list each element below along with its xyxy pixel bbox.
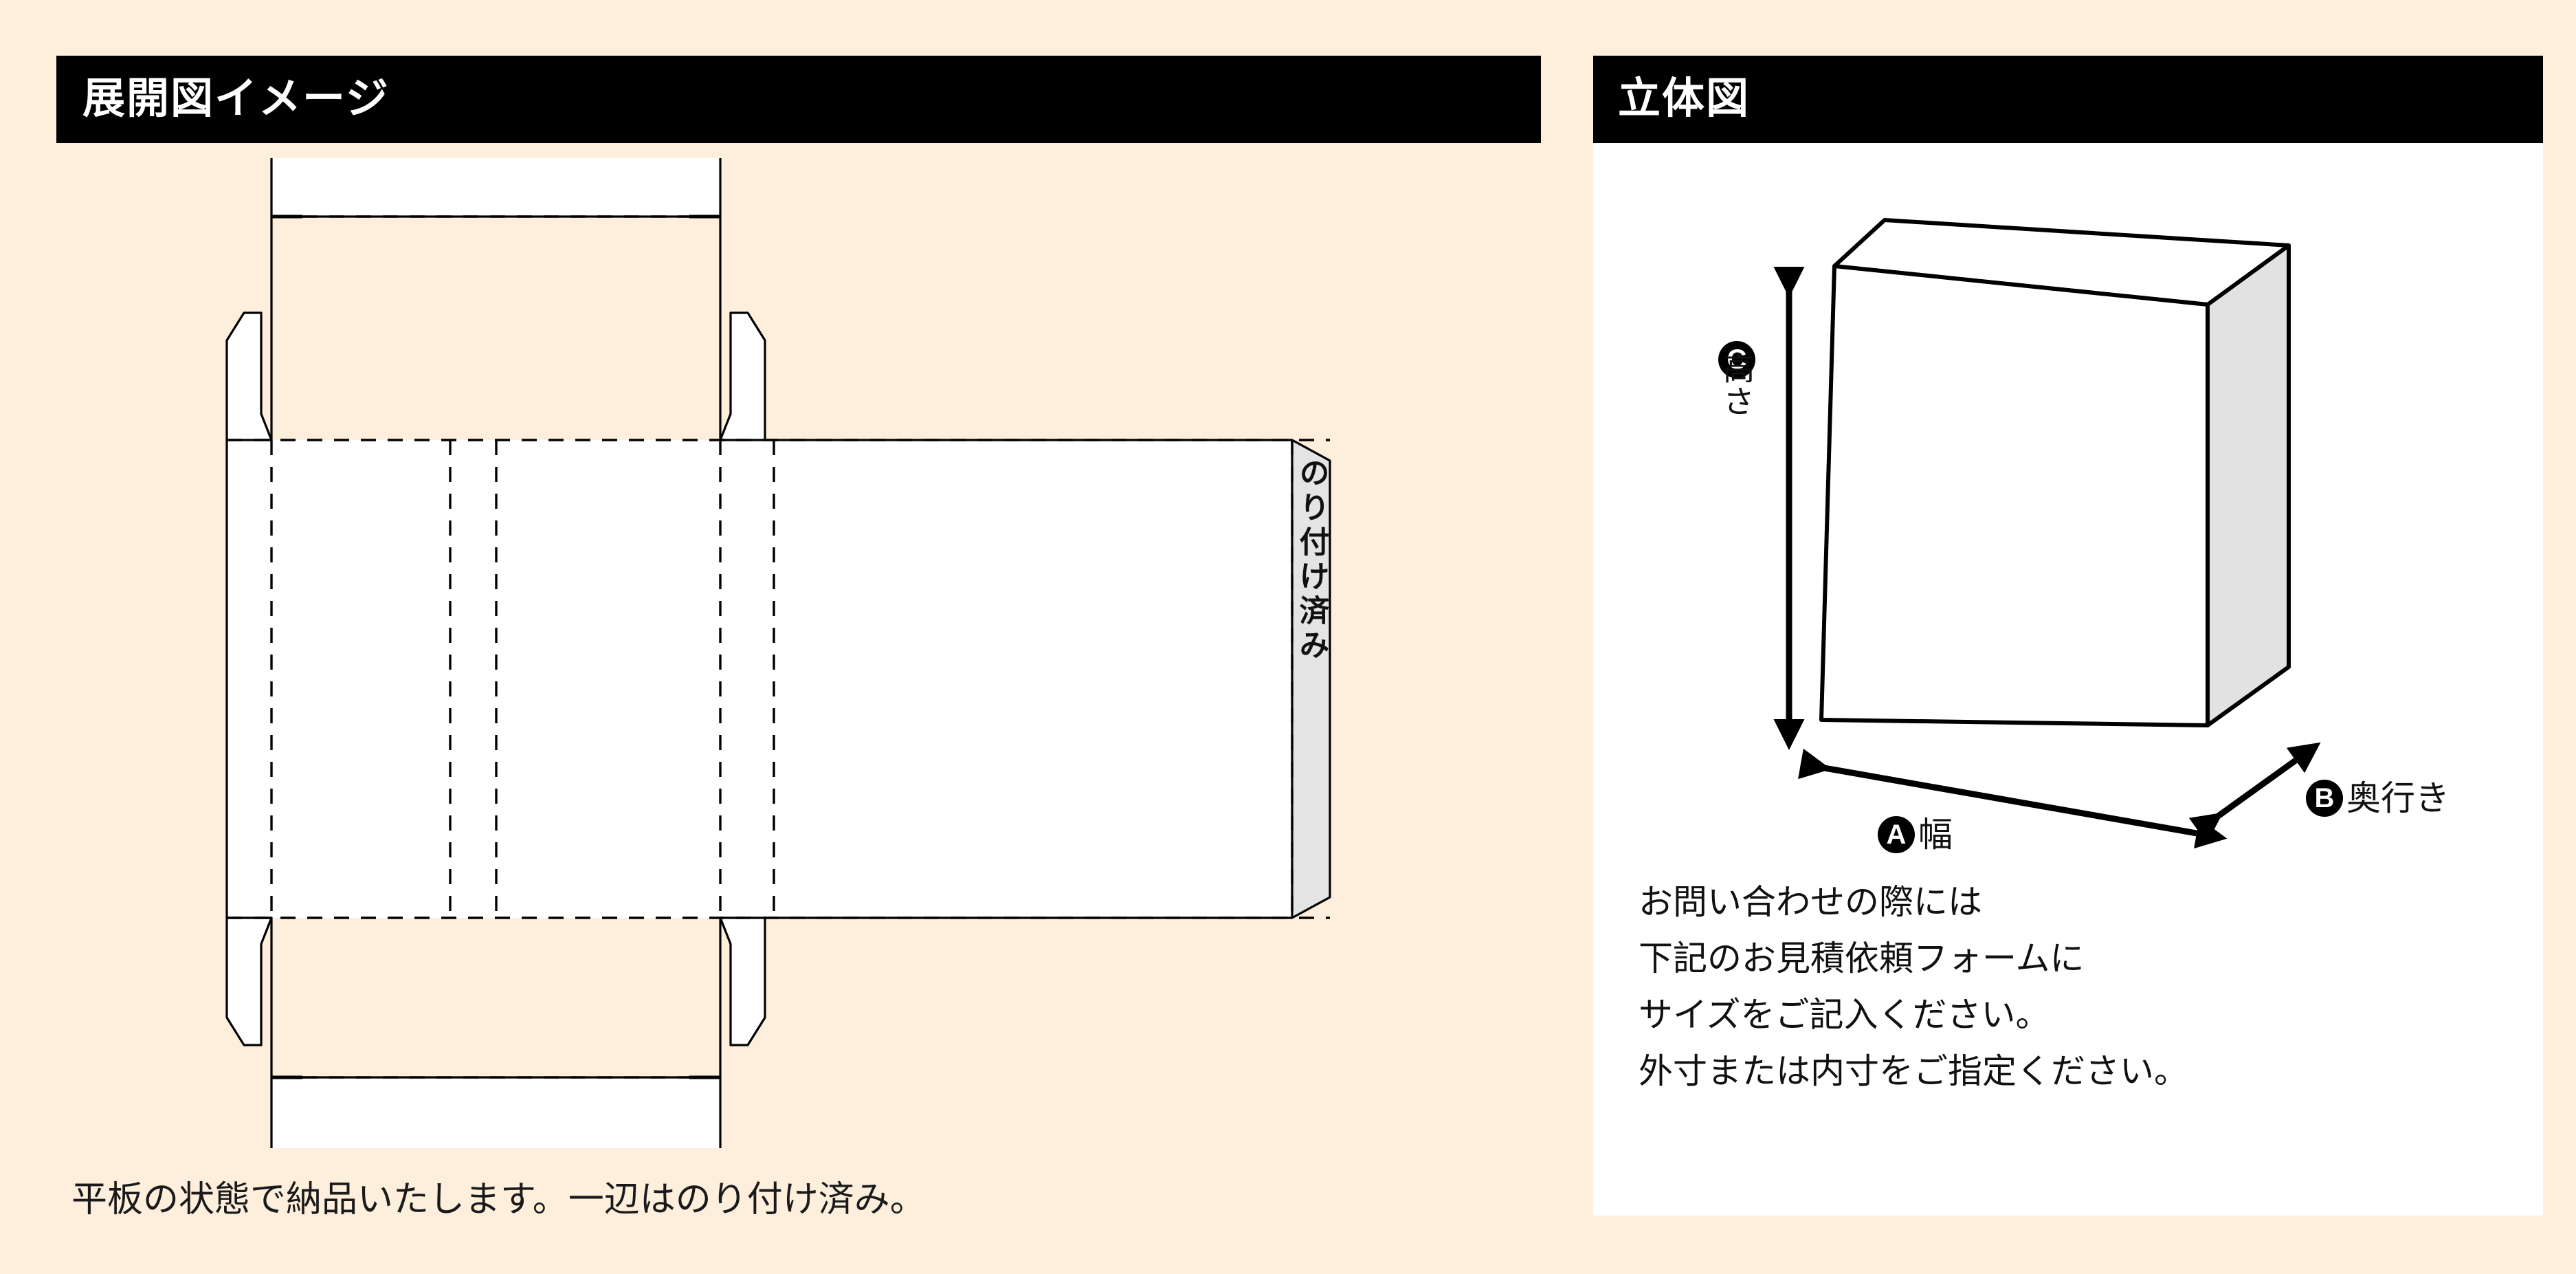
box-bottom-edge <box>2206 665 2290 727</box>
note-line-2: 下記のお見積依頼フォームに <box>1639 939 2085 978</box>
iso-drawing: C 高さ A 幅 B 奥行き <box>1718 218 2450 854</box>
note-line-4: 外寸または内寸をご指定ください。 <box>1639 1052 2188 1090</box>
iso-header-bar <box>1593 56 2543 143</box>
note-line-1: お問い合わせの際には <box>1639 883 1982 921</box>
glue-tab-shape <box>1291 439 1331 919</box>
iso-panel: 立体図 <box>1593 56 2543 1216</box>
glue-tab-label: のり付け済み <box>1295 457 1330 663</box>
height-label-text: 高さ <box>1719 352 1755 418</box>
bottom-lid-flap <box>270 1076 722 1148</box>
tuck-flap-bottom-left <box>225 916 273 1046</box>
marker-a-badge <box>1878 816 1915 853</box>
body-panel-fill <box>227 440 1292 918</box>
depth-dimension-arrow <box>2188 742 2321 844</box>
width-dimension-label: A 幅 <box>1878 815 1953 854</box>
box-front-face <box>1819 264 2210 727</box>
dieline-drawing: のり付け済み <box>225 158 1331 1148</box>
height-dimension-label: C 高さ <box>1718 341 1755 418</box>
width-dimension-arrow <box>1798 748 2228 849</box>
tuck-flap-top-right <box>719 311 766 441</box>
inquiry-note: お問い合わせの際には 下記のお見積依頼フォームに サイズをご記入ください。 外寸… <box>1639 874 2518 1099</box>
marker-b-badge <box>2306 780 2343 817</box>
fold-lines <box>227 215 1330 1079</box>
tuck-flap-top-left <box>225 311 273 441</box>
width-label-text: 幅 <box>1918 815 1953 854</box>
dieline-header-title: 展開図イメージ <box>82 75 390 122</box>
dieline-header-bar <box>56 56 1541 143</box>
dieline-panel: 展開図イメージ <box>56 56 1541 1220</box>
note-line-3: サイズをご記入ください。 <box>1639 996 2050 1034</box>
top-lid-flap <box>270 158 722 218</box>
marker-c-badge <box>1718 341 1755 378</box>
box-side-face <box>2206 243 2291 727</box>
marker-b-letter: B <box>2315 783 2335 813</box>
dieline-caption: 平板の状態で納品いたします。一辺はのり付け済み。 <box>71 1180 926 1220</box>
iso-header-title: 立体図 <box>1618 75 1751 122</box>
marker-c-letter: C <box>1727 344 1747 375</box>
depth-dimension-label: B 奥行き <box>2306 779 2450 817</box>
tuck-flap-bottom-right <box>719 916 766 1046</box>
depth-label-text: 奥行き <box>2346 779 2450 817</box>
marker-a-letter: A <box>1887 820 1907 850</box>
